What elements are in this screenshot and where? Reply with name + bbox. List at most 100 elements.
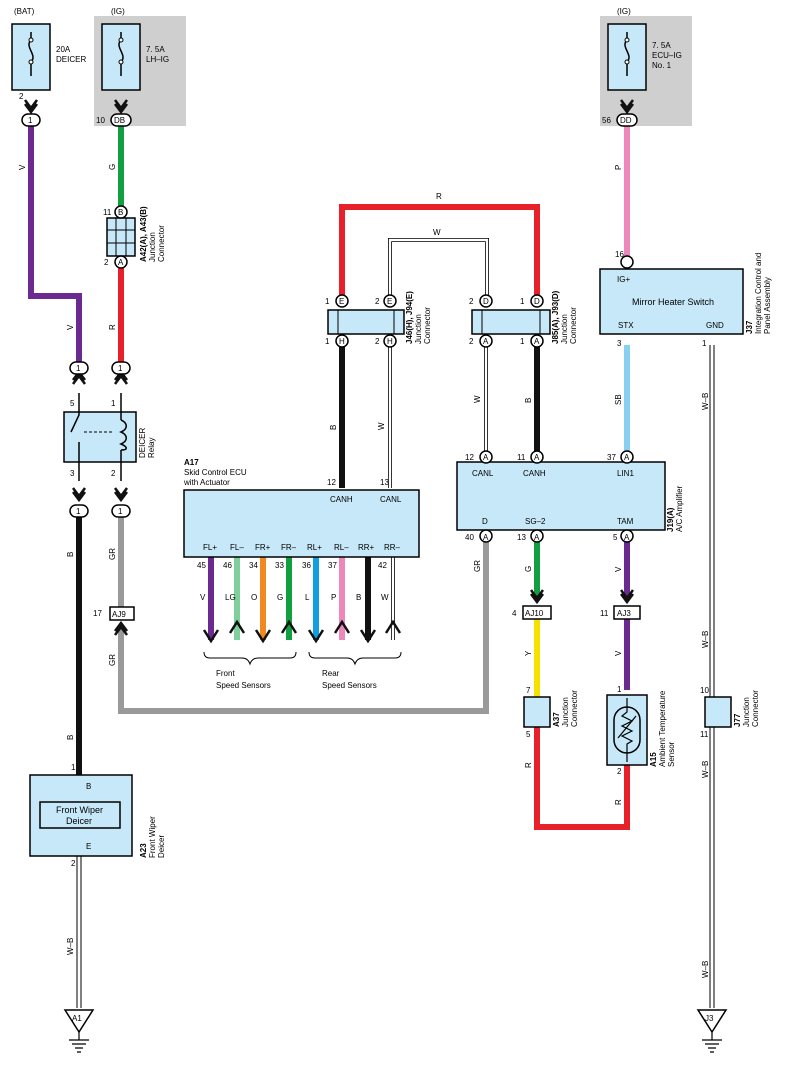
j37-id: J37 [745, 320, 754, 334]
a15-ambient-temperature-sensor [606, 694, 648, 766]
j19-lin-pin: 37 [607, 453, 616, 462]
deicer-relay [63, 393, 137, 481]
relay-p3: 3 [70, 469, 75, 478]
a15-bot: 2 [617, 767, 622, 776]
j85-id: J85(A), J93(D) [551, 290, 560, 344]
j19-canh-pin: 11 [517, 453, 526, 462]
j77-junction-connector [704, 696, 732, 728]
wire-color-label: R [524, 762, 533, 768]
sensor-label-fr-plus: FR+ [255, 543, 271, 552]
j19-d-conn: A [483, 533, 489, 542]
j37-name-2: Panel Assembly [763, 277, 772, 334]
j37-gnd-pin: 1 [702, 339, 707, 348]
a37-name-2: Connector [570, 690, 579, 727]
a37-name-1: Junction [561, 697, 570, 727]
j46-bot2-pin: 2 [375, 337, 380, 346]
j77-id: J77 [733, 713, 742, 727]
j46-top1-pin: 1 [325, 297, 330, 306]
a42-top: B [118, 208, 123, 217]
aj3-label: AJ3 [617, 609, 631, 618]
sensor-pin: 46 [223, 561, 232, 570]
wire-wb-wiper [76, 856, 82, 1008]
j19-lin: LIN1 [617, 469, 634, 478]
aj3-pin: 11 [600, 609, 609, 618]
relay-p5: 5 [70, 399, 75, 408]
a17-sensor-labels: FL+ FL– FR+ FR– RL+ RL– RR+ RR– [203, 543, 401, 552]
sensor-label-rl-plus: RL+ [307, 543, 322, 552]
aj10-pin: 4 [512, 609, 517, 618]
relay-name-1: DEICER [138, 428, 147, 458]
j46-top1: E [339, 297, 344, 306]
j19-canl-conn: A [483, 453, 489, 462]
wire-w-top [388, 238, 489, 298]
wire-color-label: R [436, 192, 442, 201]
a23-front-wiper-deicer [29, 774, 133, 857]
deicer-fuse-pin: 2 [19, 92, 24, 101]
j46-name-1: Junction [414, 314, 423, 344]
a15-id: A15 [649, 752, 658, 767]
ecuig-fuse [607, 23, 647, 91]
wire-v-deicer [28, 126, 82, 362]
wire-r-loop [534, 727, 630, 830]
a42-top-pin: 11 [103, 208, 112, 217]
j85-top2-pin: 1 [520, 297, 525, 306]
ground-j3-label: J3 [705, 1014, 714, 1023]
sensor-pin: 33 [275, 561, 284, 570]
deicer-fuse-name: DEICER [56, 55, 86, 64]
ground-icon [69, 1032, 89, 1053]
a37-junction-connector [523, 696, 551, 728]
j46-bot1-pin: 1 [325, 337, 330, 346]
ecuig-fuse-amp: 7. 5A [652, 41, 671, 50]
j46-bot1: H [339, 337, 345, 346]
wire-color-label: W–B [66, 938, 75, 955]
relay-name-2: Relay [147, 438, 156, 458]
wire-color-label: GR [473, 560, 482, 572]
j37-stx-pin: 3 [617, 339, 622, 348]
a23-name-2: Deicer [157, 835, 166, 858]
j19-d-pin: 40 [465, 533, 474, 542]
j85-top1: D [483, 297, 489, 306]
a42-name-2: Connector [157, 225, 166, 262]
wire-color-label: W [377, 422, 386, 430]
wire-wb-j37 [709, 345, 715, 1008]
rear-sensors-label-2: Speed Sensors [322, 681, 377, 690]
wire-color-label: W–B [701, 761, 710, 778]
a15-top: 1 [617, 685, 622, 694]
sensor-label-fl-minus: FL– [230, 543, 244, 552]
aj10-connector [522, 605, 552, 620]
wire-color-label: Y [524, 650, 533, 656]
lhig-fuse-amp: 7. 5A [146, 45, 165, 54]
j37-name-1: Integration Control and [754, 253, 763, 334]
j77-name-1: Junction [742, 697, 751, 727]
lhig-conn: DB [114, 116, 125, 125]
a42-name-1: Junction [148, 232, 157, 262]
wire-color-label: W [433, 228, 441, 237]
j37-title: Mirror Heater Switch [632, 297, 714, 307]
wire-color-label: B [524, 398, 533, 403]
wire-color: B [356, 593, 361, 602]
ecuig-fuse-name: ECU–IG [652, 51, 682, 60]
aj3-connector [613, 605, 641, 620]
a17-skid-control-ecu [183, 489, 420, 558]
sensor-label-fl-plus: FL+ [203, 543, 217, 552]
a37-id: A37 [552, 712, 561, 727]
rear-sensors-bracket [308, 651, 402, 666]
j46-junction-connector [327, 294, 405, 348]
j19-tam-pin: 5 [613, 533, 618, 542]
j46-bot2: H [387, 337, 393, 346]
j85-top2: D [534, 297, 540, 306]
a17-name-1: Skid Control ECU [184, 468, 247, 477]
j46-name-2: Connector [423, 307, 432, 344]
sensor-pin: 36 [302, 561, 311, 570]
connector-ovals [21, 113, 638, 518]
sensor-label-rr-plus: RR+ [358, 543, 375, 552]
lhig-fuse [101, 23, 141, 91]
ecuig-conn: DD [620, 116, 632, 125]
wire-color-label: B [329, 425, 338, 430]
j19-canl-pin: 12 [465, 453, 474, 462]
relay-in-l: 1 [76, 364, 81, 373]
a17-name-2: with Actuator [183, 478, 230, 487]
j19-canh: CANH [523, 469, 546, 478]
j46-top2-pin: 2 [375, 297, 380, 306]
